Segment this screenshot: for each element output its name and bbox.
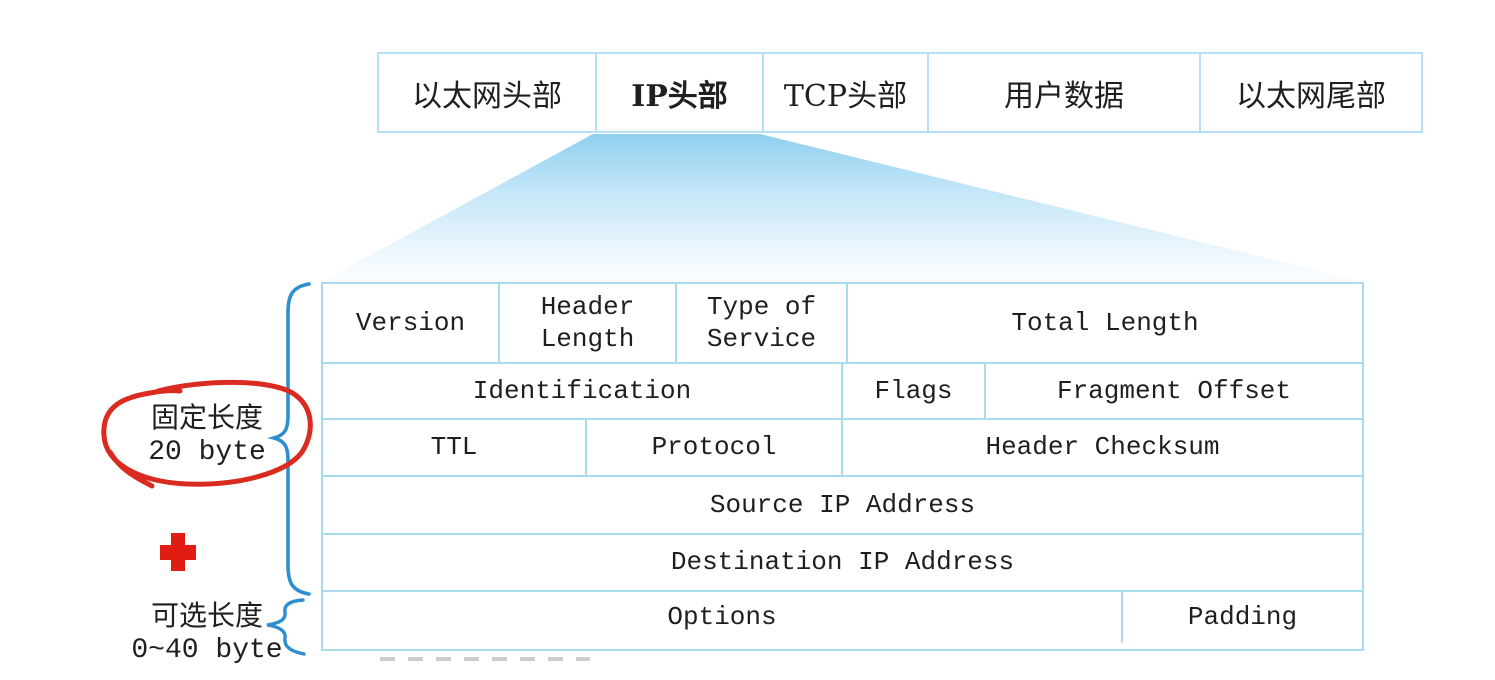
ip-row-6: Options Padding [323,590,1362,643]
cell-source-ip: Source IP Address [709,489,976,520]
dashed-underline-artifact [380,657,590,661]
ip-row-4: Source IP Address [323,475,1362,533]
optional-length-label: 可选长度 0~40 byte [117,598,297,668]
ip-row-2: Identification Flags Fragment Offset [323,362,1362,418]
funnel-shape-icon [321,134,1364,282]
ip-row-3: TTL Protocol Header Checksum [323,418,1362,475]
cell-flags: Flags [841,364,984,418]
cell-total-length: Total Length [846,284,1362,362]
optional-length-text: 可选长度 [150,599,263,632]
frame-cell-ethernet-trailer: 以太网尾部 [1199,54,1421,131]
cell-type-of-service: Type of Service [675,284,846,362]
cell-protocol: Protocol [585,420,841,475]
frame-cell-ethernet-header: 以太网头部 [412,78,562,114]
ip-header-table: Version Header Length Type of Service To… [321,282,1364,651]
ethernet-frame-table: 以太网头部 IP头部 TCP头部 用户数据 以太网尾部 [377,52,1423,133]
ip-row-1: Version Header Length Type of Service To… [323,284,1362,362]
red-plus-cross-icon [160,533,196,571]
cell-destination-ip: Destination IP Address [670,547,1015,578]
cell-identification: Identification [472,375,692,406]
fixed-length-label: 固定长度 20 byte [117,400,297,470]
frame-cell-tcp-header: TCP头部 [762,54,927,131]
cell-padding: Padding [1121,592,1362,643]
cell-ttl: TTL [430,432,478,463]
fixed-length-text: 固定长度 [150,401,263,434]
fixed-length-bytes: 20 byte [148,437,266,468]
cell-options: Options [667,602,777,633]
cell-header-checksum: Header Checksum [841,420,1362,475]
ip-row-5: Destination IP Address [323,533,1362,590]
cell-header-length: Header Length [498,284,675,362]
cell-fragment-offset: Fragment Offset [984,364,1362,418]
optional-length-bytes: 0~40 byte [131,635,283,666]
frame-cell-user-data: 用户数据 [927,54,1199,131]
frame-cell-ip-header: IP头部 [595,54,762,131]
cell-version: Version [355,307,466,338]
